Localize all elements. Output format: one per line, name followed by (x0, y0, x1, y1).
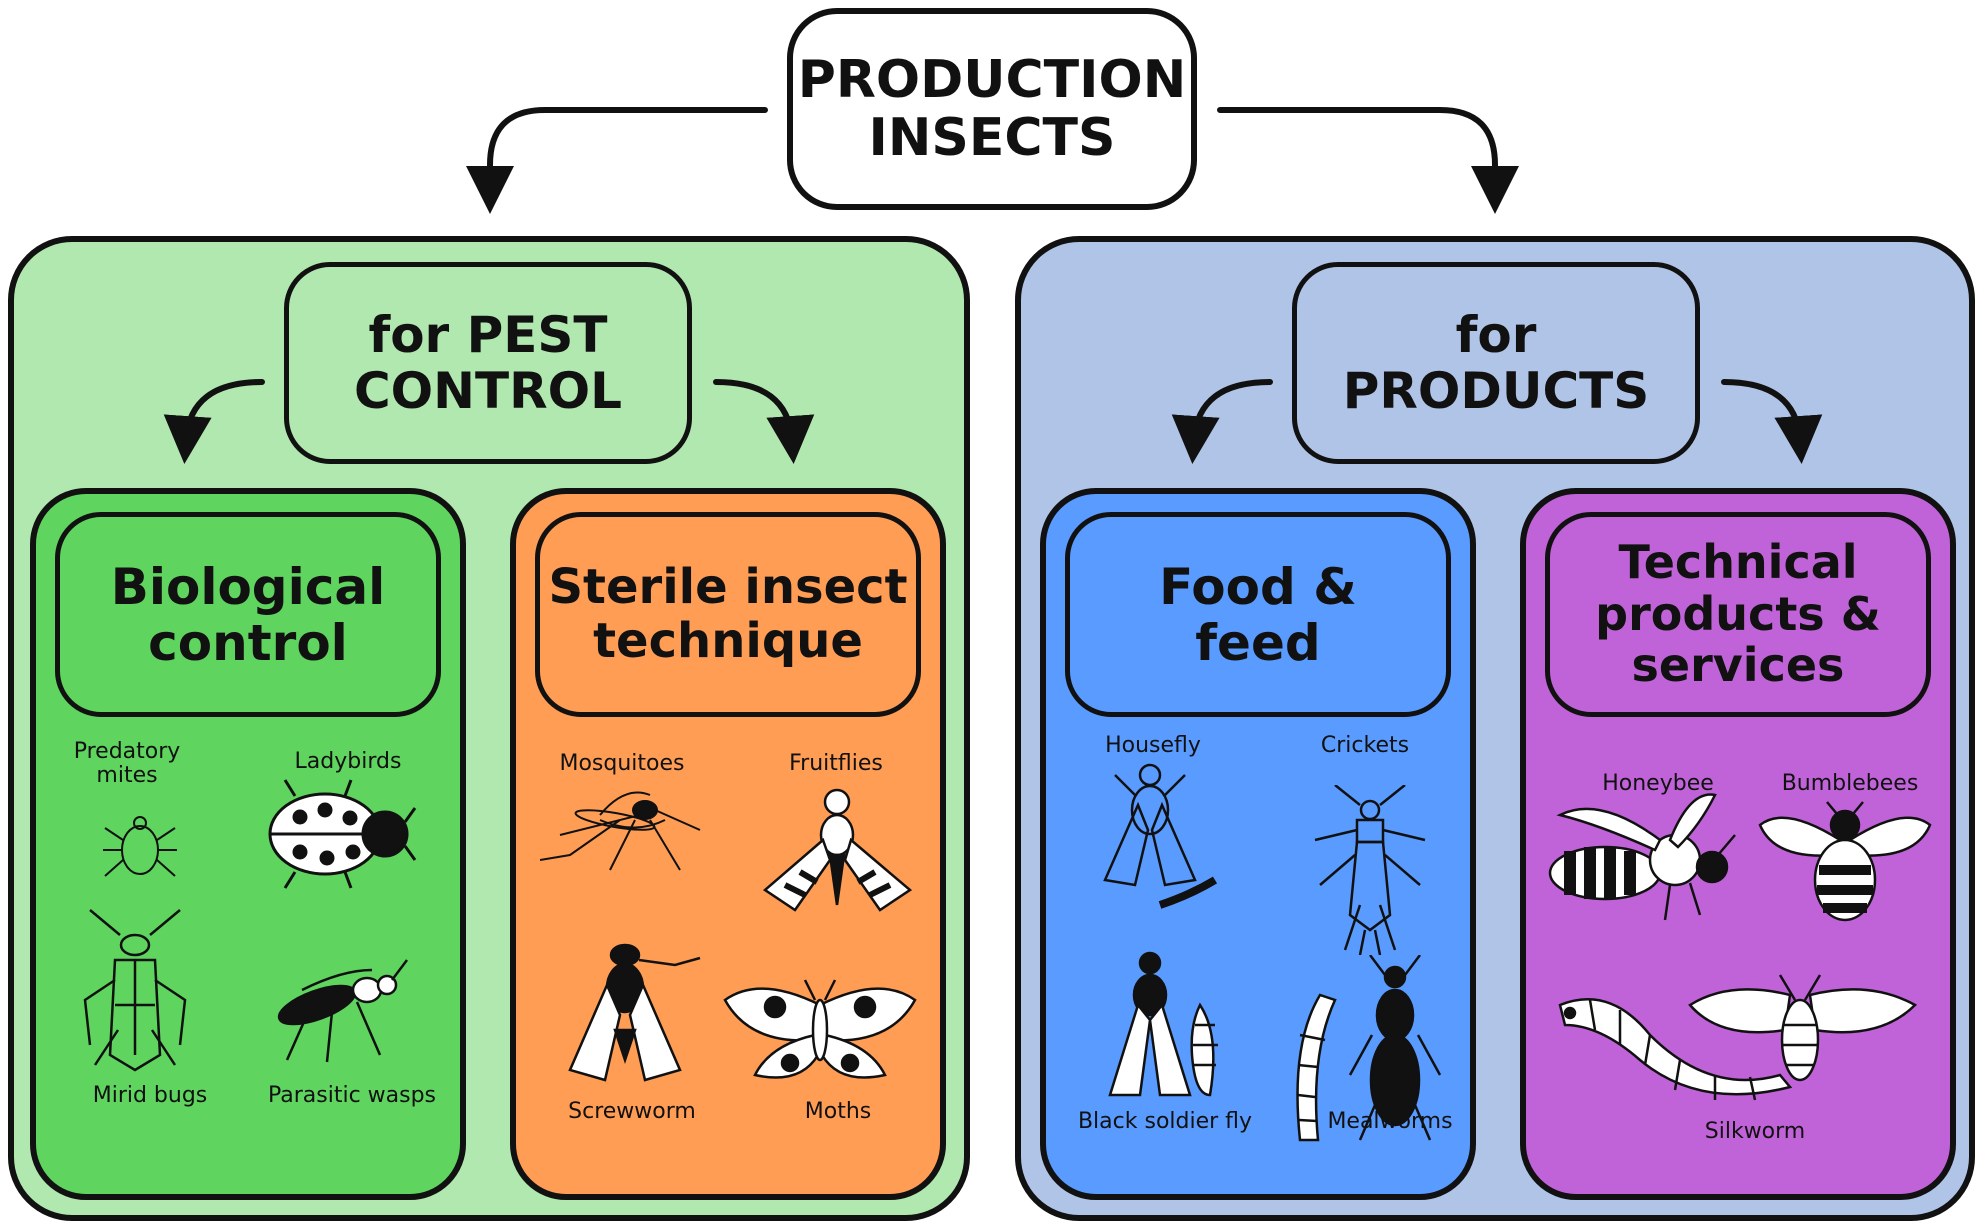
sterile-insect-title: Sterile insect technique (548, 558, 908, 669)
technical-products-title-box: Technical products & services (1545, 512, 1931, 717)
arrow-root-to-products (1217, 107, 1519, 214)
mealworm-icon (1296, 955, 1442, 1142)
biological-control-title-box: Biological control (55, 512, 441, 717)
label-mosquitoes: Mosquitoes (559, 751, 685, 776)
housefly-icon (1103, 763, 1218, 909)
arrow-root-to-pest (466, 107, 768, 214)
products-title: for PRODUCTS (1342, 306, 1650, 420)
mirid-bug-icon (83, 909, 187, 1072)
label-mirid-bugs: Mirid bugs (92, 1083, 208, 1108)
label-fruitflies: Fruitflies (789, 751, 883, 776)
label-black-soldier-fly: Black soldier fly (1077, 1109, 1253, 1134)
label-silkworm: Silkworm (1704, 1119, 1806, 1144)
pest-control-title: for PEST CONTROL (353, 306, 623, 420)
arrow-pest-to-sterile (713, 379, 815, 464)
soldier-fly-icon (1108, 951, 1218, 1097)
arrow-pest-to-biological (163, 379, 265, 464)
wasp-icon (277, 959, 408, 1063)
label-ladybirds: Ladybirds (294, 749, 402, 774)
silkworm-icon (1558, 974, 1918, 1101)
fruitfly-icon (762, 788, 913, 912)
label-moths: Moths (804, 1099, 872, 1124)
pest-control-title-box: for PEST CONTROL (284, 262, 692, 464)
label-screwworm: Screwworm (568, 1099, 696, 1124)
root-box: PRODUCTION INSECTS (787, 8, 1197, 210)
cricket-icon (1314, 785, 1426, 955)
honeybee-icon (1548, 793, 1736, 921)
root-title: PRODUCTION INSECTS (797, 49, 1187, 168)
label-housefly: Housefly (1105, 733, 1201, 758)
screwworm-icon (568, 943, 701, 1082)
label-predatory-mites: Predatory mites (73, 739, 181, 789)
technical-products-title: Technical products & services (1595, 535, 1881, 693)
label-parasitic-wasps: Parasitic wasps (267, 1083, 437, 1108)
biological-control-title: Biological control (110, 557, 386, 672)
bumblebee-icon (1758, 801, 1932, 922)
products-title-box: for PRODUCTS (1292, 262, 1700, 464)
sterile-insect-title-box: Sterile insect technique (535, 512, 921, 717)
label-crickets: Crickets (1320, 733, 1410, 758)
mosquito-icon (540, 791, 701, 871)
food-feed-title-box: Food & feed (1065, 512, 1451, 717)
arrow-products-to-food (1171, 379, 1273, 464)
label-honeybee: Honeybee (1602, 771, 1714, 796)
mite-icon (103, 816, 177, 877)
arrow-products-to-technical (1721, 379, 1823, 464)
moth-icon (723, 979, 917, 1079)
food-feed-title: Food & feed (1159, 557, 1357, 672)
ladybird-icon (268, 779, 417, 889)
label-bumblebees: Bumblebees (1781, 771, 1919, 796)
